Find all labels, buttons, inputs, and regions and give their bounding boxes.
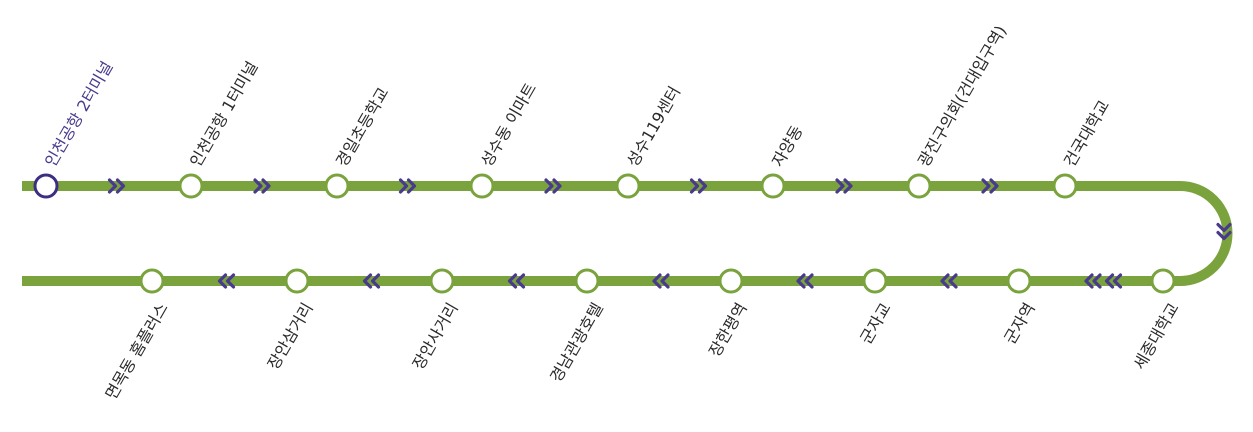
double-chevron-icon (544, 178, 562, 194)
double-chevron-icon (217, 273, 236, 289)
station-labels: 인천공항 2터미널 인천공항 1터미널 경일초등학교 성수동 이마트 성수119센터 자양… (41, 22, 1183, 402)
stations (33, 173, 1176, 294)
station-label-bottom: 장안사거리 (409, 300, 462, 373)
station-label-bottom: 군자역 (1000, 300, 1039, 348)
double-chevron-icon (652, 273, 670, 289)
double-chevron-icon (362, 273, 381, 289)
station-label-top: 성수동 이마트 (477, 80, 540, 170)
station-label-bottom: 장한평역 (705, 300, 751, 361)
station-marker[interactable] (1052, 173, 1078, 199)
double-chevron-icon (107, 178, 126, 194)
double-chevron-icon (689, 178, 708, 194)
double-chevron-icon (981, 178, 999, 194)
double-chevron-icon (398, 178, 417, 194)
double-chevron-icon (796, 273, 814, 289)
station-marker[interactable] (429, 268, 455, 294)
current-station-marker[interactable] (33, 173, 59, 199)
station-marker[interactable] (574, 268, 600, 294)
station-label-bottom: 면목동 홈플러스 (101, 300, 172, 403)
station-marker[interactable] (760, 173, 786, 199)
direction-arrows (107, 178, 1232, 289)
station-label-bottom: 세종대학교 (1130, 300, 1183, 373)
station-marker[interactable] (862, 268, 888, 294)
double-chevron-icon (1216, 222, 1232, 241)
station-label-bottom: 경남관광호텔 (546, 300, 607, 386)
double-chevron-icon (1104, 273, 1123, 289)
station-label-top: 광진구의회(건대입구역) (914, 22, 1010, 170)
station-label-top: 성수119센터 (623, 83, 684, 170)
station-label-top: 자양동 (768, 122, 807, 170)
station-marker[interactable] (324, 173, 350, 199)
station-marker[interactable] (469, 173, 495, 199)
station-marker[interactable] (718, 268, 744, 294)
station-label-top: 인천공항 1터미널 (186, 58, 262, 170)
station-label-bottom: 군자교 (856, 300, 895, 348)
station-marker[interactable] (284, 268, 310, 294)
station-label-top: 건국대학교 (1060, 97, 1113, 170)
double-chevron-icon (253, 178, 271, 194)
station-marker[interactable] (615, 173, 641, 199)
station-marker[interactable] (178, 173, 204, 199)
station-marker[interactable] (1150, 268, 1176, 294)
double-chevron-icon (1084, 273, 1102, 289)
route-line (22, 181, 1233, 286)
double-chevron-icon (507, 273, 526, 289)
route-path (22, 181, 1233, 286)
station-label-bottom: 장안삼거리 (264, 300, 317, 373)
station-marker[interactable] (1006, 268, 1032, 294)
station-marker[interactable] (139, 268, 165, 294)
double-chevron-icon (940, 273, 958, 289)
double-chevron-icon (835, 178, 853, 194)
station-label-top: 인천공항 2터미널 (41, 58, 117, 170)
station-marker[interactable] (906, 173, 932, 199)
station-label-top: 경일초등학교 (332, 84, 393, 170)
